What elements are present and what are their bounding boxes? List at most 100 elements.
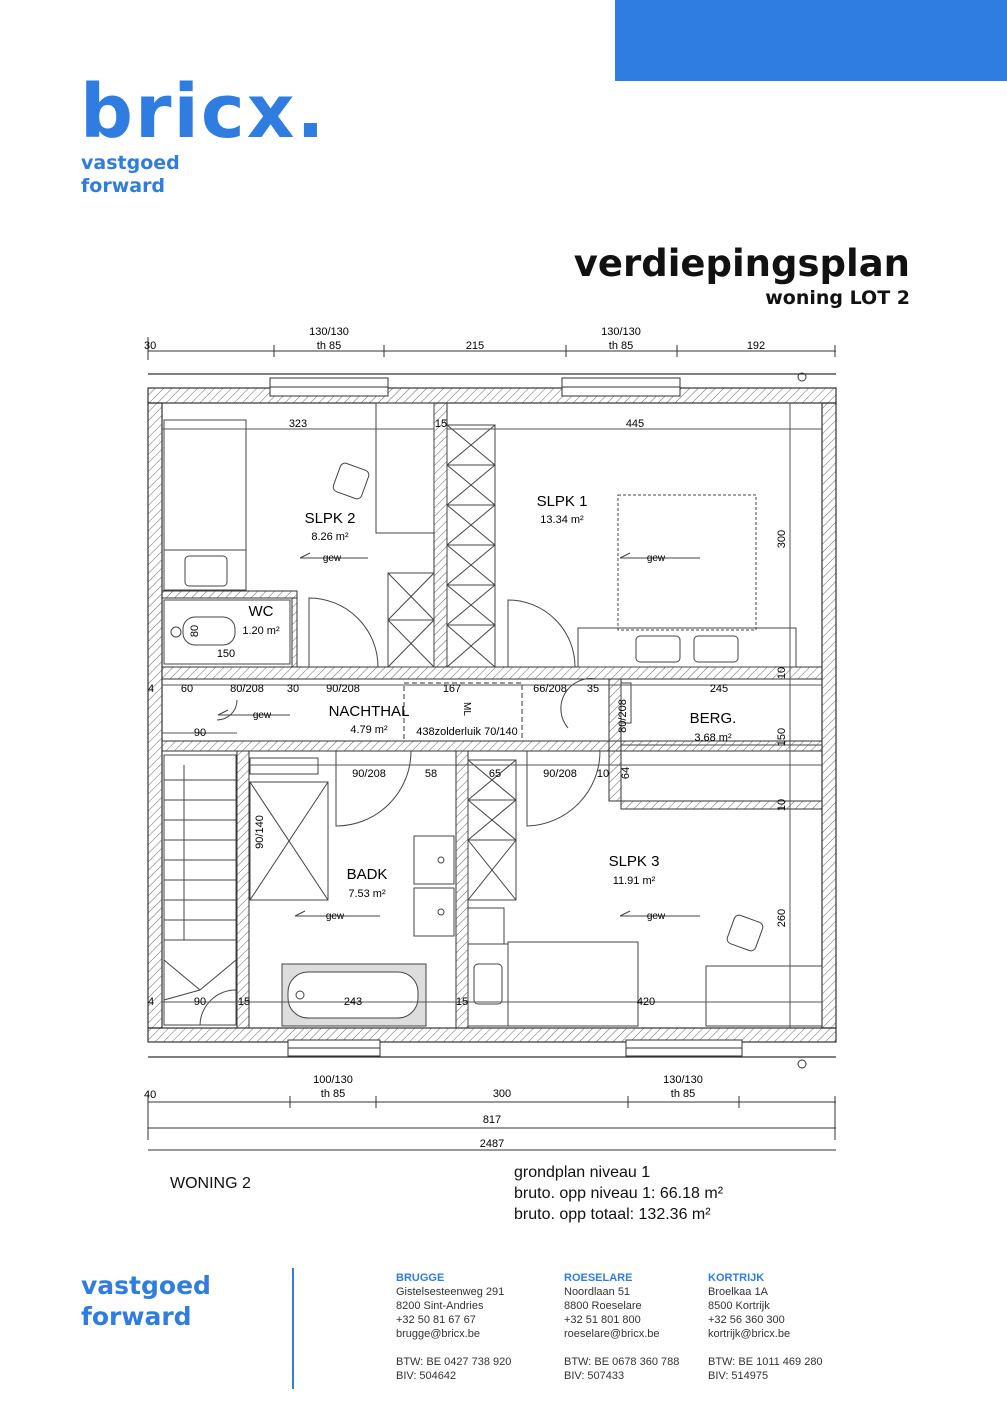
berg-details bbox=[620, 682, 822, 746]
room-slpk3-area: 11.91 m² bbox=[613, 875, 656, 887]
area-summary: grondplan niveau 1 bruto. opp niveau 1: … bbox=[514, 1162, 723, 1225]
page-subtitle: woning LOT 2 bbox=[765, 287, 910, 309]
dim-row-60: 60 bbox=[181, 683, 193, 695]
dim-height-300: 300 bbox=[776, 530, 788, 548]
dim-door-66-208: 66/208 bbox=[533, 683, 567, 695]
dim-bottom-total-inner: 817 bbox=[483, 1114, 501, 1126]
office-email[interactable]: roeselare@bricx.be bbox=[564, 1328, 660, 1340]
brand-tagline: vastgoed forward bbox=[81, 152, 180, 198]
room-slpk1-name: SLPK 1 bbox=[537, 493, 588, 510]
dim-berg-64: 64 bbox=[620, 767, 632, 779]
dim-wall-30: 30 bbox=[287, 683, 299, 695]
room-slpk1-area: 13.34 m² bbox=[540, 514, 584, 526]
area-summary-line3: bruto. opp totaal: 132.36 m² bbox=[514, 1206, 711, 1223]
room-nachthal-name: NACHTHAL bbox=[329, 703, 410, 720]
office-email[interactable]: kortrijk@bricx.be bbox=[708, 1328, 791, 1340]
dim-top-gap: 215 bbox=[466, 340, 484, 352]
inner-dimensions: 323 15 445 300 80 150 60 80/208 30 90/20… bbox=[148, 403, 822, 1028]
office-phone[interactable]: +32 51 801 800 bbox=[564, 1314, 641, 1326]
footer-tagline-line1: vastgoed bbox=[81, 1271, 211, 1300]
office-btw: BTW: BE 0427 738 920 bbox=[396, 1356, 512, 1368]
dim-door-80-208: 80/208 bbox=[230, 683, 264, 695]
bottom-dimension-lines bbox=[147, 1094, 836, 1151]
floor-arrows bbox=[217, 552, 700, 917]
room-slpk3-name: SLPK 3 bbox=[609, 853, 660, 870]
stairs bbox=[163, 754, 237, 1026]
office-name: KORTRIJK bbox=[708, 1272, 765, 1284]
office-city: 8500 Kortrijk bbox=[708, 1300, 770, 1312]
office-biv: BIV: 507433 bbox=[564, 1370, 625, 1382]
footer-divider bbox=[292, 1268, 294, 1389]
dim-bottom-win4-th: th 85 bbox=[671, 1088, 695, 1100]
room-badk-name: BADK bbox=[347, 866, 388, 883]
office-street: Gistelsesteenweg 291 bbox=[396, 1286, 505, 1298]
room-slpk2-name: SLPK 2 bbox=[305, 510, 356, 527]
wc-fixtures bbox=[163, 599, 291, 665]
office-biv: BIV: 514975 bbox=[708, 1370, 769, 1382]
footer-tagline: vastgoed forward bbox=[81, 1270, 211, 1332]
office-city: 8800 Roeselare bbox=[564, 1300, 642, 1312]
gew-label-slpk2: gew bbox=[323, 553, 342, 564]
office-kortrijk: KORTRIJK Broelkaa 1A 8500 Kortrijk +32 5… bbox=[708, 1271, 823, 1383]
dim-bottom-win3: 100/130 bbox=[313, 1074, 353, 1086]
dim-wall-4b: 4 bbox=[148, 996, 154, 1008]
dim-wc-150: 150 bbox=[217, 648, 235, 660]
dim-top-win1-th: th 85 bbox=[317, 340, 341, 352]
dim-bath-243: 243 bbox=[344, 996, 362, 1008]
dim-wall-15c: 15 bbox=[456, 996, 468, 1008]
doors bbox=[216, 597, 601, 827]
dim-berg-245: 245 bbox=[710, 683, 728, 695]
ml-label: ML bbox=[461, 702, 472, 716]
windows bbox=[269, 377, 743, 1057]
room-wc-name: WC bbox=[249, 603, 274, 620]
slpk1-furniture bbox=[446, 424, 797, 668]
dim-bottom-start: 40 bbox=[144, 1089, 156, 1101]
dim-top-end: 192 bbox=[747, 340, 765, 352]
dim-bottom-win4: 130/130 bbox=[663, 1074, 703, 1086]
dim-door-80-208-b: 80/208 bbox=[617, 699, 629, 733]
dim-wall-4a: 4 bbox=[148, 683, 154, 695]
slpk2-furniture bbox=[163, 402, 435, 668]
dim-stair-90: 90 bbox=[194, 727, 206, 739]
page-title: verdiepingsplan bbox=[573, 242, 910, 285]
office-roeselare: ROESELARE Noordlaan 51 8800 Roeselare +3… bbox=[564, 1271, 679, 1383]
office-street: Noordlaan 51 bbox=[564, 1286, 631, 1298]
office-name: BRUGGE bbox=[396, 1272, 445, 1284]
room-slpk2-area: 8.26 m² bbox=[311, 531, 349, 543]
woning-label: WONING 2 bbox=[170, 1175, 251, 1192]
bricx-logo: bricx. bbox=[80, 69, 327, 155]
area-summary-line2: bruto. opp niveau 1: 66.18 m² bbox=[514, 1185, 724, 1202]
room-wc-area: 1.20 m² bbox=[242, 625, 280, 637]
office-phone[interactable]: +32 56 360 300 bbox=[708, 1314, 785, 1326]
attic-hatch-label: 438zolderluik 70/140 bbox=[416, 726, 518, 738]
office-street: Broelkaa 1A bbox=[708, 1286, 768, 1298]
dim-wall-35: 35 bbox=[587, 683, 599, 695]
dim-berg-150: 150 bbox=[776, 728, 788, 746]
bathroom-fixtures bbox=[249, 757, 455, 1027]
dim-badk-58: 58 bbox=[425, 768, 437, 780]
dim-slpk2-width: 323 bbox=[289, 418, 307, 430]
gew-label-nachthal: gew bbox=[253, 710, 272, 721]
header-color-block bbox=[615, 0, 1007, 81]
office-city: 8200 Sint-Andries bbox=[396, 1300, 484, 1312]
office-name: ROESELARE bbox=[564, 1272, 633, 1284]
dim-wall-10b: 10 bbox=[776, 799, 788, 811]
dim-wc-80: 80 bbox=[189, 625, 201, 637]
dim-door-90-208-c: 90/208 bbox=[543, 768, 577, 780]
room-berg-area: 3.68 m² bbox=[694, 732, 732, 744]
dim-stair-bottom-90: 90 bbox=[194, 996, 206, 1008]
office-phone[interactable]: +32 50 81 67 67 bbox=[396, 1314, 476, 1326]
slpk3-furniture bbox=[467, 759, 823, 1027]
tagline-line2: forward bbox=[81, 175, 166, 197]
gew-label-slpk3: gew bbox=[647, 911, 666, 922]
dim-hall-167: 167 bbox=[443, 683, 461, 695]
dim-top-start: 30 bbox=[144, 340, 156, 352]
dim-wall-10a: 10 bbox=[776, 667, 788, 679]
dim-wall-15b: 15 bbox=[238, 996, 250, 1008]
dim-slpk3-420: 420 bbox=[637, 996, 655, 1008]
dim-wall-15: 15 bbox=[435, 418, 447, 430]
dim-door-90-208-a: 90/208 bbox=[326, 683, 360, 695]
office-email[interactable]: brugge@bricx.be bbox=[396, 1328, 480, 1340]
office-brugge: BRUGGE Gistelsesteenweg 291 8200 Sint-An… bbox=[396, 1271, 511, 1383]
dim-shower-90-140: 90/140 bbox=[254, 815, 266, 849]
